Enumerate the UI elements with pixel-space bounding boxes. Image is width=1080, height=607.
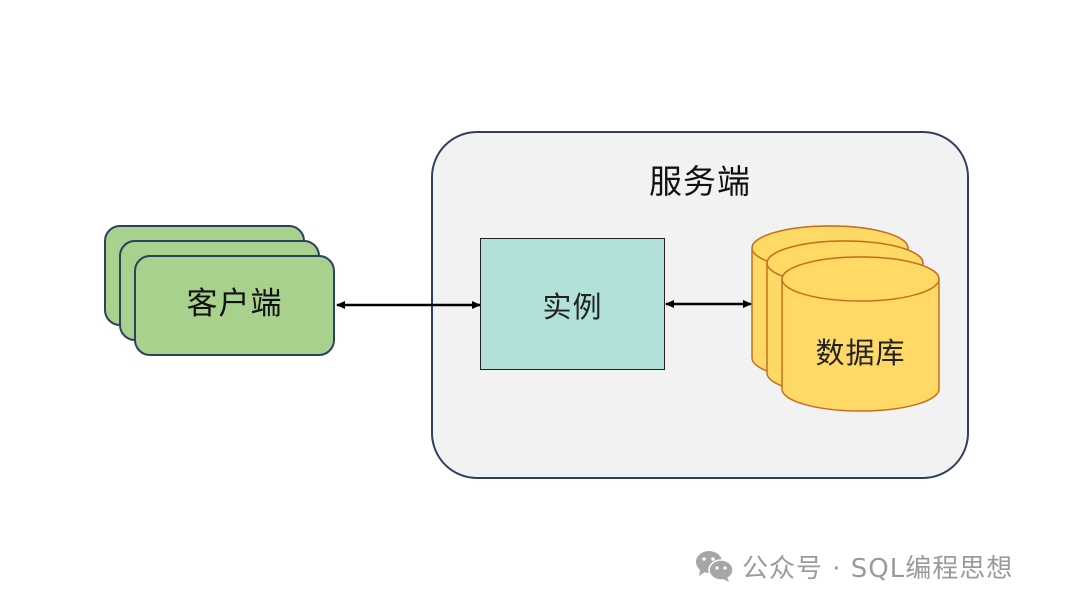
watermark-text: 公众号 · SQL编程思想 (742, 553, 1014, 584)
instance-box (480, 238, 665, 370)
server-label: 服务端 (649, 162, 751, 201)
wechat-icon (696, 551, 734, 582)
watermark: 公众号 · SQL编程思想 (694, 546, 1013, 586)
client-card-front (134, 255, 335, 356)
database-cylinder-front (781, 256, 940, 412)
instance-label: 实例 (542, 290, 603, 324)
client-label: 客户端 (186, 286, 283, 322)
database-label: 数据库 (815, 336, 906, 370)
